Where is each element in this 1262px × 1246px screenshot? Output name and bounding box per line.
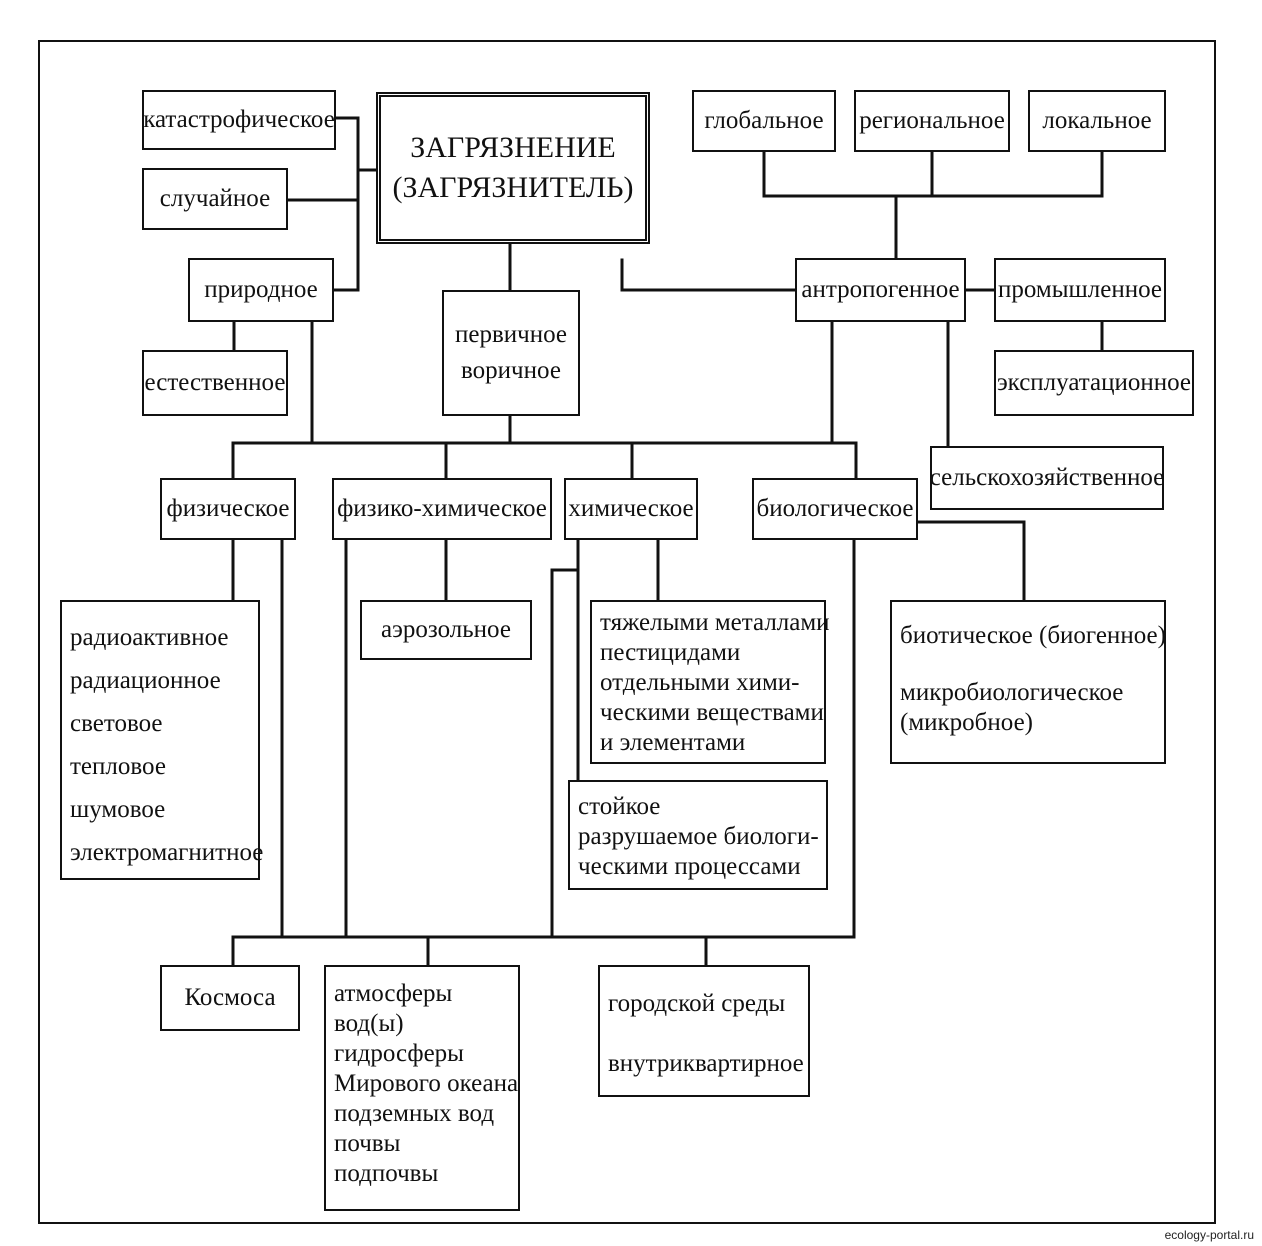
box-accidental: случайное	[142, 168, 288, 230]
diagram-frame	[38, 40, 1216, 1224]
site-credit: ecology-portal.ru	[1164, 1228, 1254, 1242]
connector-chemical-bracket	[550, 568, 580, 939]
box-natural: природное	[188, 258, 334, 322]
list-item: Мирового океана	[334, 1070, 519, 1097]
box-spheres: атмосферы вод(ы) гидросферы Мирового оке…	[324, 965, 520, 1211]
list-item: вод(ы)	[334, 1010, 404, 1037]
box-aerosol: аэрозольное	[360, 600, 532, 660]
list-item: пестицидами	[600, 639, 741, 666]
box-anthropogenic: антропогенное	[795, 258, 966, 322]
list-item: подпочвы	[334, 1160, 439, 1187]
pollution-subtitle: (ЗАГРЯЗНИТЕЛЬ)	[392, 171, 634, 204]
box-urban: городской среды внутриквартирное	[598, 965, 810, 1097]
box-chemical: химическое	[564, 478, 698, 540]
box-local: локальное	[1028, 90, 1166, 152]
connector-type-bus	[231, 441, 858, 480]
box-catastrophic: катастрофическое	[142, 90, 336, 150]
box-physical-list: радиоактивное радиационное световое тепл…	[60, 600, 264, 880]
list-item: тяжелыми металлами	[600, 609, 830, 636]
connector-catastrophic	[332, 116, 360, 292]
box-persistence-list: стойкое разрушаемое биологи- ческими про…	[568, 780, 828, 890]
list-item: радиоактивное	[70, 624, 229, 651]
list-item: ческими веществами	[600, 699, 824, 726]
list-item: городской среды	[608, 990, 786, 1017]
list-item: (микробное)	[900, 709, 1033, 736]
list-item: микробиологическое	[900, 679, 1124, 706]
box-biological-list: биотическое (биогенное) микробиологическ…	[890, 600, 1166, 764]
connector-to-anthropogenic	[620, 258, 797, 292]
box-biological: биологическое	[752, 478, 918, 540]
list-item: атмосферы	[334, 980, 453, 1007]
list-item: подземных вод	[334, 1100, 495, 1127]
list-item: гидросферы	[334, 1040, 464, 1067]
list-item: радиационное	[70, 667, 221, 694]
box-agricultural: сельскохозяйственное	[930, 446, 1164, 510]
pollution-title: ЗАГРЯЗНЕНИЕ	[410, 130, 616, 164]
secondary-label: воричное	[461, 357, 561, 384]
list-item: биотическое (биогенное)	[900, 622, 1166, 649]
list-item: световое	[70, 710, 163, 737]
list-item: отдельными хими-	[600, 669, 800, 696]
box-industrial: промышленное	[994, 258, 1166, 322]
box-chemical-list: тяжелыми металлами пестицидами отдельным…	[590, 600, 830, 764]
list-item: электромагнитное	[70, 839, 264, 866]
primary-label: первичное	[454, 321, 567, 348]
box-space: Космоса	[160, 965, 300, 1031]
connector-bio-list	[916, 520, 1026, 602]
connector-bottom-bus	[231, 935, 856, 967]
list-item: шумовое	[70, 796, 166, 823]
connector-scale-bus	[762, 150, 1104, 260]
list-item: и элементами	[600, 729, 746, 756]
box-physchem: физико-химическое	[332, 478, 552, 540]
box-regional: региональное	[854, 90, 1010, 152]
list-item: почвы	[334, 1130, 401, 1157]
list-item: стойкое	[578, 793, 661, 820]
box-global: глобальное	[692, 90, 836, 152]
list-item: внутриквартирное	[608, 1050, 804, 1077]
pollution-main-box: ЗАГРЯЗНЕНИЕ (ЗАГРЯЗНИТЕЛЬ)	[376, 92, 650, 244]
list-item: ческими процессами	[578, 853, 801, 880]
box-physical: физическое	[160, 478, 296, 540]
box-operational: эксплуатационное	[994, 350, 1194, 416]
list-item: тепловое	[70, 753, 166, 780]
list-item: разрушаемое биологи-	[578, 823, 819, 850]
box-natural-own: естественное	[142, 350, 288, 416]
box-primary-secondary: первичное воричное	[442, 290, 580, 416]
